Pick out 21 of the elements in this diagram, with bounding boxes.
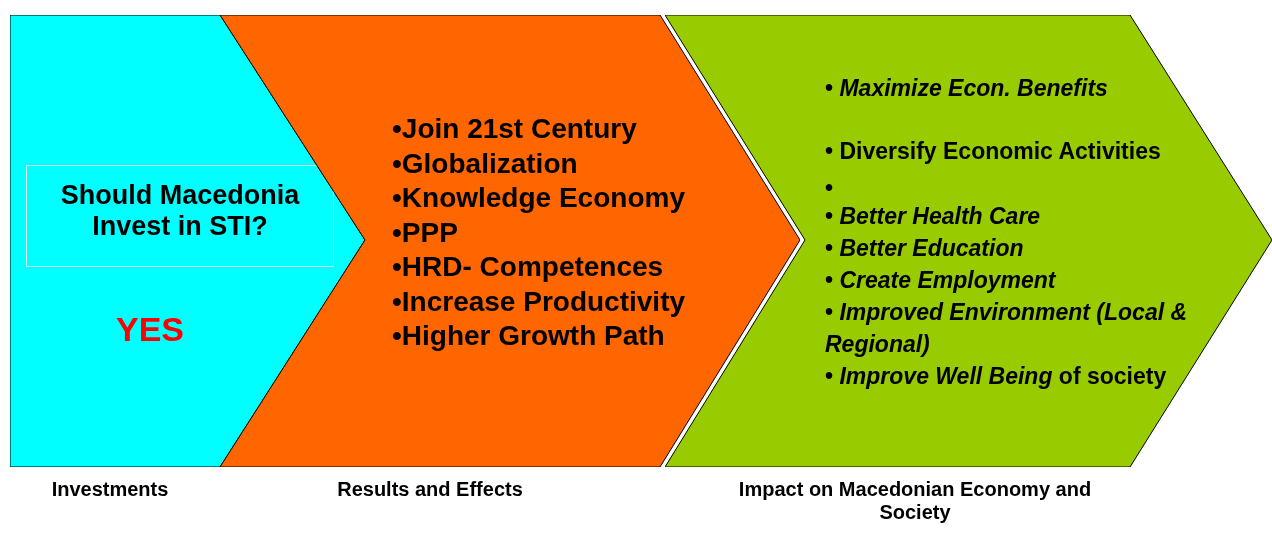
list-item: •Globalization (392, 146, 578, 181)
list-item: • Create Employment (825, 266, 1057, 295)
node-text: Should Macedonia Invest in STI? (59, 180, 301, 242)
list-item: • Maximize Econ. Benefits (825, 74, 1109, 103)
node-label: Impact on Macedonian Economy and Society (737, 478, 1093, 524)
list-item: •Knowledge Economy (392, 181, 685, 215)
list-item: • (825, 174, 835, 203)
list-item: •HRD- Competences (392, 250, 664, 284)
list-item: • Diversify Economic Activities (825, 137, 1162, 166)
list-item: •Join 21st Century (392, 112, 637, 146)
list-item: •Higher Growth Path (392, 319, 665, 353)
node-label: Investments (50, 478, 170, 501)
list-item: • Improve Well Being of society (825, 362, 1168, 391)
list-item: • Better Health Care (825, 202, 1042, 231)
list-item: • Better Education (825, 234, 1025, 263)
node-text: YES (114, 310, 185, 349)
list-item: •PPP (392, 215, 458, 250)
list-item: • Improved Environment (Local & Regional) (825, 298, 1189, 360)
text-frame (26, 165, 334, 267)
node-label: Results and Effects (336, 478, 524, 501)
list-item: •Increase Productivity (392, 284, 686, 319)
